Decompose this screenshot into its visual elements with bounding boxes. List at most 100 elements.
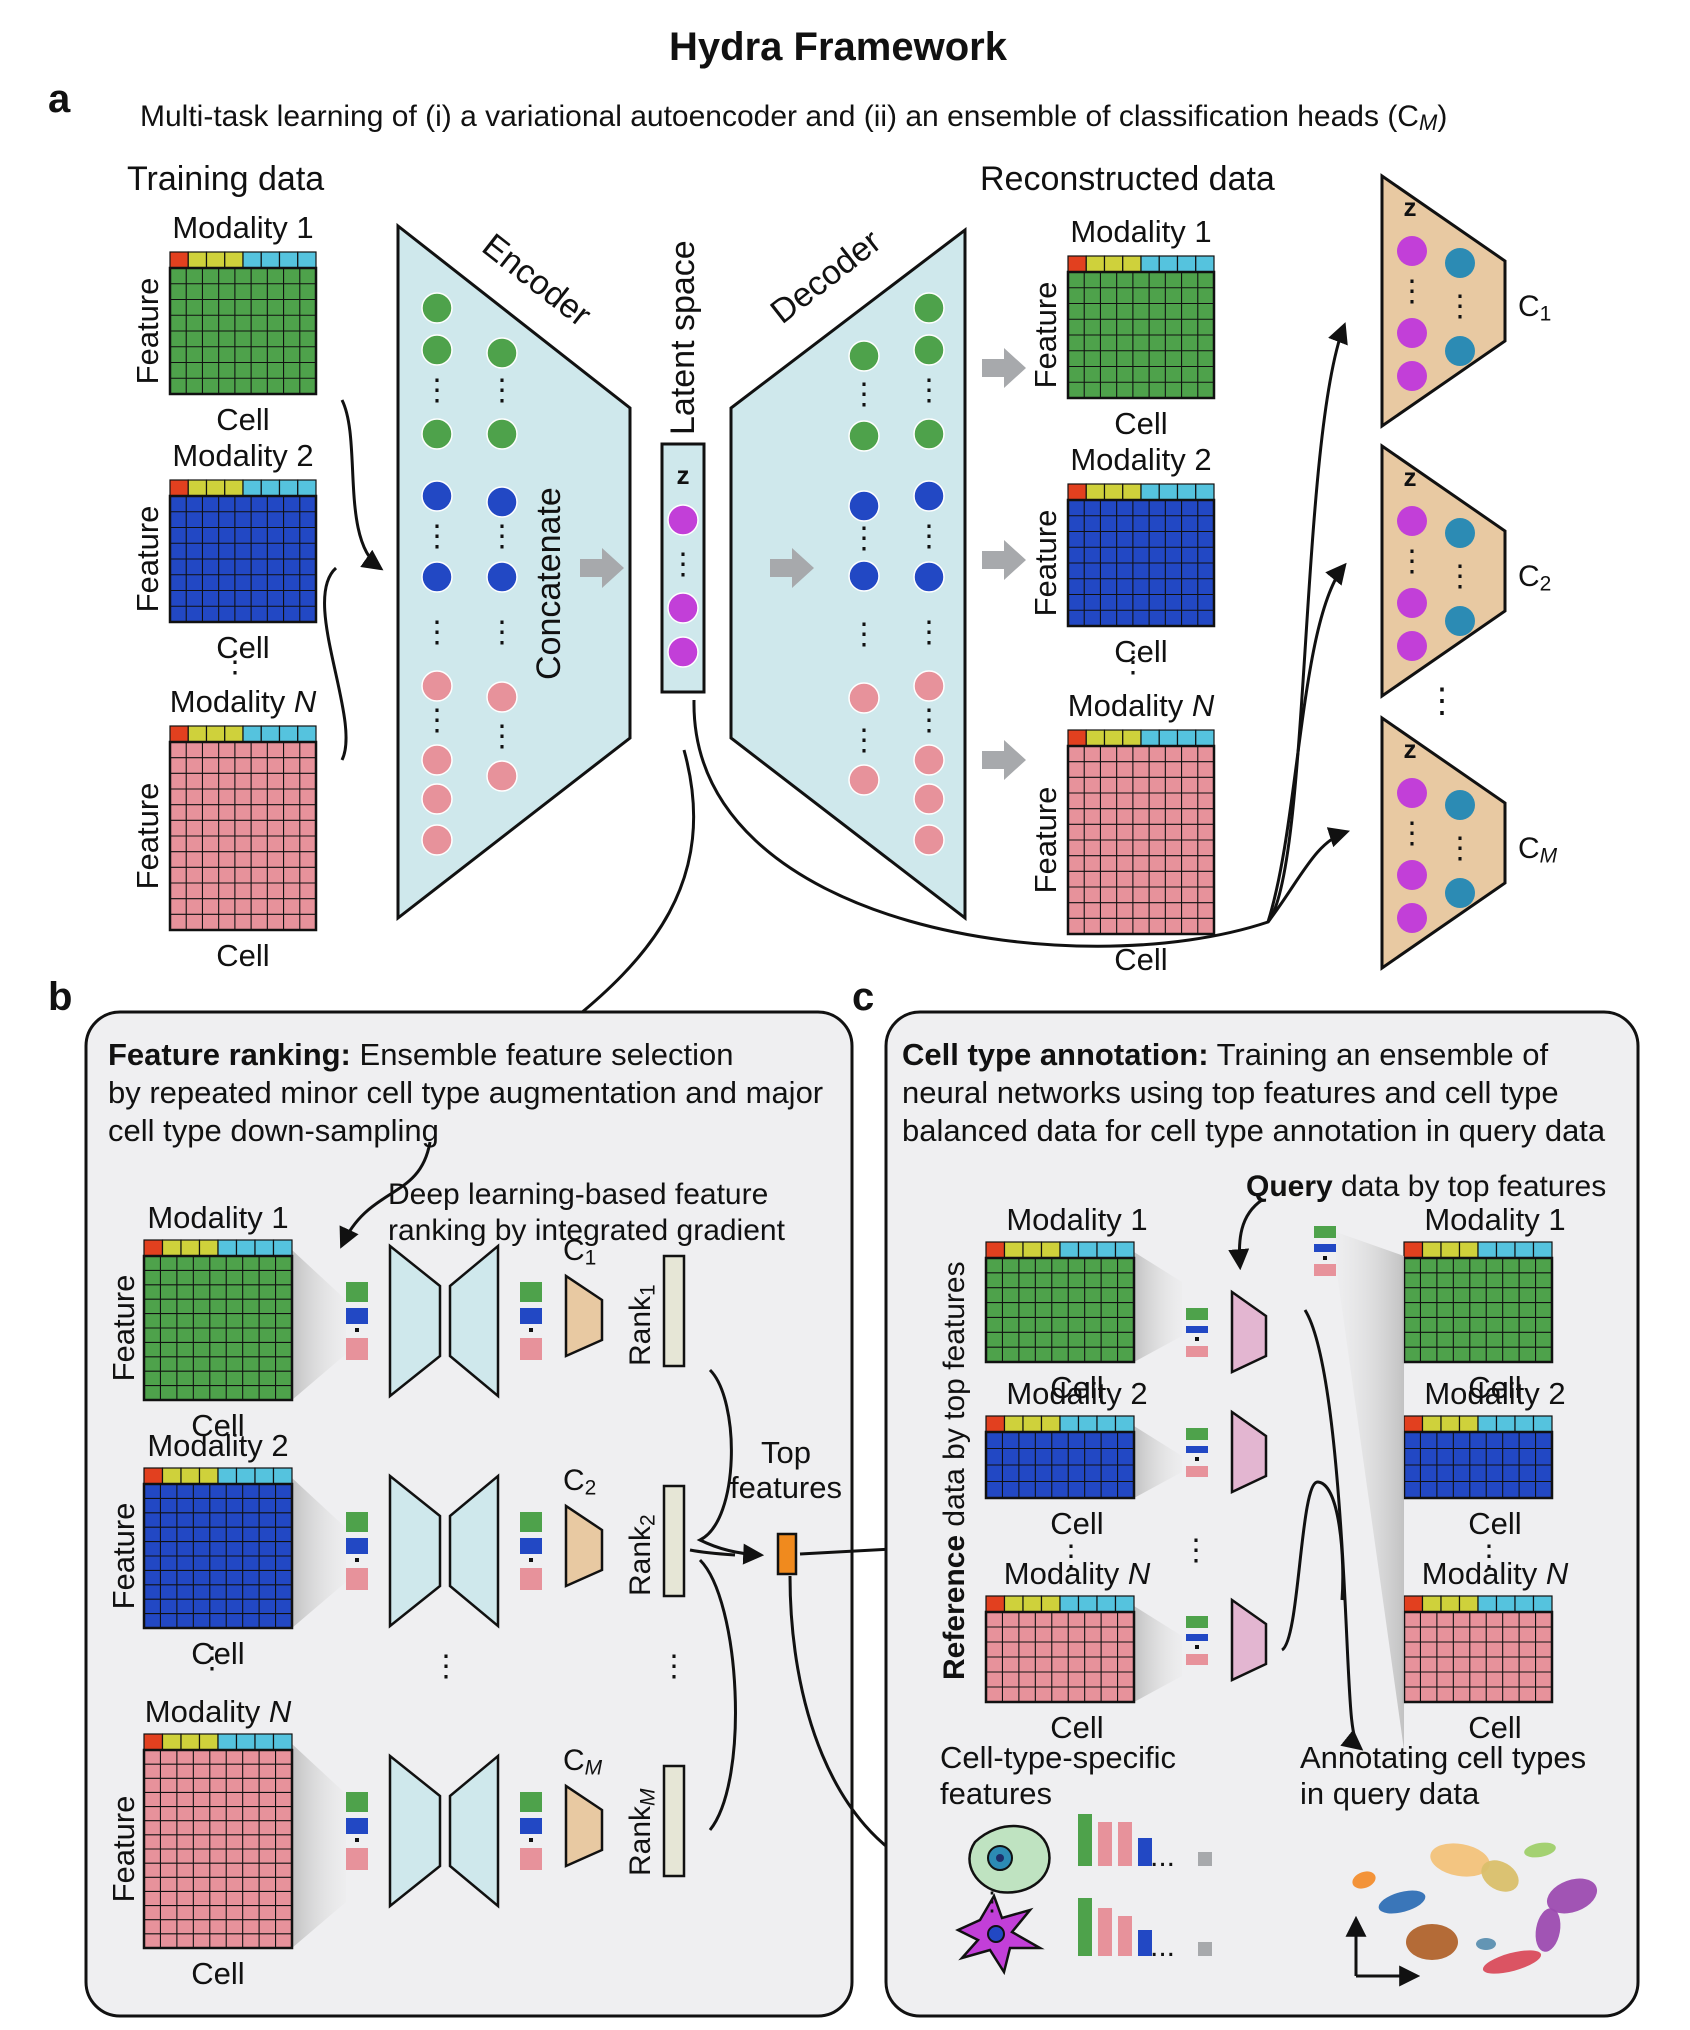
reconstructed-modality-2-label: Modality 2: [1070, 442, 1211, 477]
cell-type-strip-segment: [1022, 1241, 1043, 1259]
cell-type-strip-segment: [1040, 1595, 1061, 1613]
mini-pink: [346, 1568, 368, 1590]
cell-type-strip-segment: [235, 1239, 256, 1257]
cell-type-strip-segment: [985, 1415, 1006, 1433]
encoder-green-node: [421, 418, 453, 450]
mini-decoder: [448, 1473, 500, 1629]
annotation-network-1: [1186, 1289, 1268, 1374]
latent-to-head-m-arrow: [1266, 827, 1350, 923]
query-mini-stack: [1314, 1226, 1336, 1276]
mini-dot: [529, 1558, 533, 1562]
mini-blue: [1314, 1244, 1336, 1252]
decoder-dots: ⋮: [849, 724, 879, 757]
cell-type-strip-segment: [1096, 1415, 1117, 1433]
cell-type-strip-segment: [187, 479, 208, 497]
decoder-dots: ⋮: [914, 520, 944, 553]
encoder-dots: ⋮: [422, 374, 452, 407]
cell-type-strip-segment: [1403, 1595, 1424, 1613]
cell-type-strip-segment: [1003, 1595, 1024, 1613]
head-latent-node: [1397, 506, 1427, 536]
reconstructed-modality-1-label: Modality 1: [1070, 214, 1211, 249]
cell-type-strip-segment: [1458, 1241, 1479, 1259]
classification-head-1: z⋮⋮C1: [1380, 173, 1551, 429]
mini-blue: [1186, 1326, 1208, 1333]
reference-modality-1-matrix: [984, 1241, 1136, 1364]
reconstructed-feature-label-2: Feature: [1028, 510, 1063, 617]
head-dots: ⋮: [1397, 275, 1427, 308]
mini-blue: [346, 1308, 368, 1324]
ranking-feature-label-2: Feature: [106, 1503, 141, 1610]
head-2-label: C2: [1518, 560, 1551, 596]
cell-type-strip-segment: [1003, 1241, 1024, 1259]
encoder-dots: ⋮: [487, 616, 517, 649]
head-latent-node: [1397, 860, 1427, 890]
fan-shadow: [1134, 1426, 1182, 1498]
cell-type-strip-segment: [1067, 255, 1087, 273]
specific-features-label-2: features: [940, 1776, 1052, 1811]
cell-type-strip-segment: [1140, 255, 1160, 273]
reconstructed-cell-label-3: Cell: [1114, 942, 1167, 977]
head-output-node: [1445, 790, 1475, 820]
feature-bar: [1198, 1942, 1212, 1956]
latent-to-heads-curve: [692, 322, 1348, 948]
specific-features-label-1: Cell-type-specific: [940, 1740, 1176, 1775]
cell-type-strip-segment: [224, 479, 244, 497]
cell-type-strip-segment: [205, 251, 226, 269]
cell-type-strip-segment: [1514, 1415, 1535, 1433]
head-1-label: C1: [1518, 290, 1551, 326]
mini-pink: [520, 1848, 542, 1870]
cell-type-strip-segment: [1022, 1595, 1043, 1613]
head-dots: ⋮: [1397, 545, 1427, 578]
network-trapezoid: [1230, 1597, 1268, 1682]
fan-shadow: [292, 1478, 346, 1628]
rank-3-label: RankM: [624, 1788, 660, 1876]
classification-head-3: z⋮⋮CM: [1380, 715, 1558, 971]
cell-type-strip-segment: [224, 725, 244, 743]
concatenate-label: Concatenate: [530, 487, 568, 680]
bars-ellipsis-2: ...: [1150, 1930, 1175, 1963]
cell-type-strip-segment: [1176, 255, 1197, 273]
cluster-orange: [1352, 1871, 1376, 1889]
cluster-brown: [1406, 1924, 1458, 1960]
feature-ranking-heading-2: by repeated minor cell type augmentation…: [108, 1075, 823, 1110]
mini-pink: [346, 1848, 368, 1870]
cell-type-strip-segment: [1114, 1241, 1135, 1259]
reference-modality-2-label: Modality 2: [1006, 1376, 1147, 1411]
ranking-cell-label-3: Cell: [191, 1956, 244, 1991]
encoder-green-node: [486, 337, 518, 369]
cell-type-strip-segment: [1458, 1415, 1479, 1433]
encoder-blue-node: [486, 486, 518, 518]
reconstructed-feature-label-1: Feature: [1028, 282, 1063, 389]
latent-space-label: Latent space: [664, 240, 702, 435]
mini-dot: [355, 1838, 359, 1842]
head-z-label: z: [1404, 734, 1417, 764]
panel-c-letter: c: [852, 975, 874, 1019]
cluster-purple: [1546, 1878, 1598, 1914]
cell-type-strip-segment: [1103, 729, 1124, 747]
cell-type-strip-segment: [260, 725, 281, 743]
decoder-pink-node: [913, 783, 945, 815]
annotated-cell-embedding: [1352, 1842, 1598, 1974]
ranking-modality-2-label: Modality 2: [147, 1428, 288, 1463]
cell-type-strip-segment: [161, 1467, 182, 1485]
matrix-grid: [144, 1484, 292, 1628]
stem-cell-feature-bars: [1078, 1814, 1212, 1866]
reference-modality-1-label: Modality 1: [1006, 1202, 1147, 1237]
decoder-green-node: [848, 340, 880, 372]
training-to-encoder-arrow-lower: [323, 566, 348, 761]
mini-dot: [529, 1328, 533, 1332]
training-modality-3-matrix: [168, 725, 318, 932]
rank-3-bar: [662, 1764, 686, 1878]
cell-type-strip-segment: [1176, 729, 1197, 747]
head-latent-node: [1397, 236, 1427, 266]
encoder-pink-node: [486, 681, 518, 713]
matrix-grid: [1068, 500, 1214, 626]
annotation-network-2: [1186, 1409, 1268, 1494]
mini-dot: [1323, 1256, 1327, 1260]
cell-type-strip-segment: [297, 725, 317, 743]
cell-type-strip-segment: [297, 251, 317, 269]
ranking-feature-label-1: Feature: [106, 1275, 141, 1382]
cell-type-strip-segment: [1532, 1415, 1553, 1433]
cell-type-strip-segment: [217, 1733, 238, 1751]
